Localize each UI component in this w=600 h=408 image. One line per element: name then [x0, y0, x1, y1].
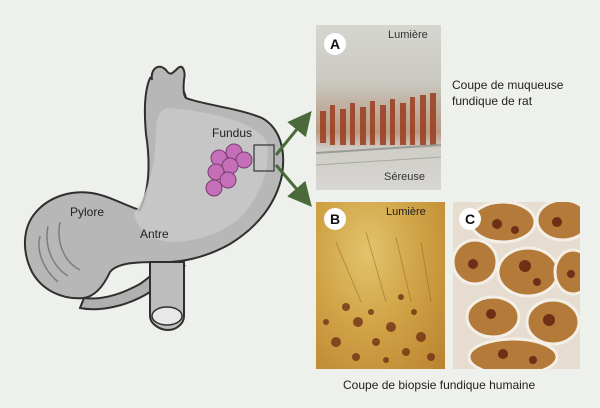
panel-c-micrograph: C — [453, 202, 580, 369]
panel-b-micrograph: B Lumière — [316, 202, 445, 369]
esophagus-shape — [150, 65, 187, 99]
stomach-inner — [134, 108, 268, 242]
panel-b-top-label: Lumière — [386, 206, 426, 218]
panel-b-staining — [323, 231, 435, 363]
parietal-cells — [205, 143, 253, 197]
fundus-label: Fundus — [212, 126, 253, 140]
pylore-label: Pylore — [70, 205, 105, 219]
panel-a-micrograph: A Lumière Séreuse — [316, 25, 441, 190]
arrow-to-b — [274, 164, 312, 207]
panel-c-badge: C — [459, 208, 481, 230]
panel-a-caption-line1: Coupe de muqueuse — [452, 78, 564, 92]
panel-a-caption: Coupe de muqueuse fundique de rat — [452, 77, 563, 109]
bottom-caption: Coupe de biopsie fundique humaine — [343, 378, 536, 392]
panel-a-staining — [316, 93, 441, 166]
duodenum-folds — [38, 221, 81, 283]
arrow-to-a — [274, 111, 312, 156]
panel-a-top-label: Lumière — [388, 29, 428, 41]
zoom-box — [253, 144, 275, 172]
antre-label: Antre — [140, 227, 169, 241]
panel-c-staining — [453, 202, 580, 369]
panel-a-bottom-label: Séreuse — [384, 171, 425, 183]
panel-b-badge: B — [324, 208, 346, 230]
panel-a-badge: A — [324, 33, 346, 55]
pylorus-opening — [151, 306, 183, 326]
panel-a-caption-line2: fundique de rat — [452, 94, 533, 108]
